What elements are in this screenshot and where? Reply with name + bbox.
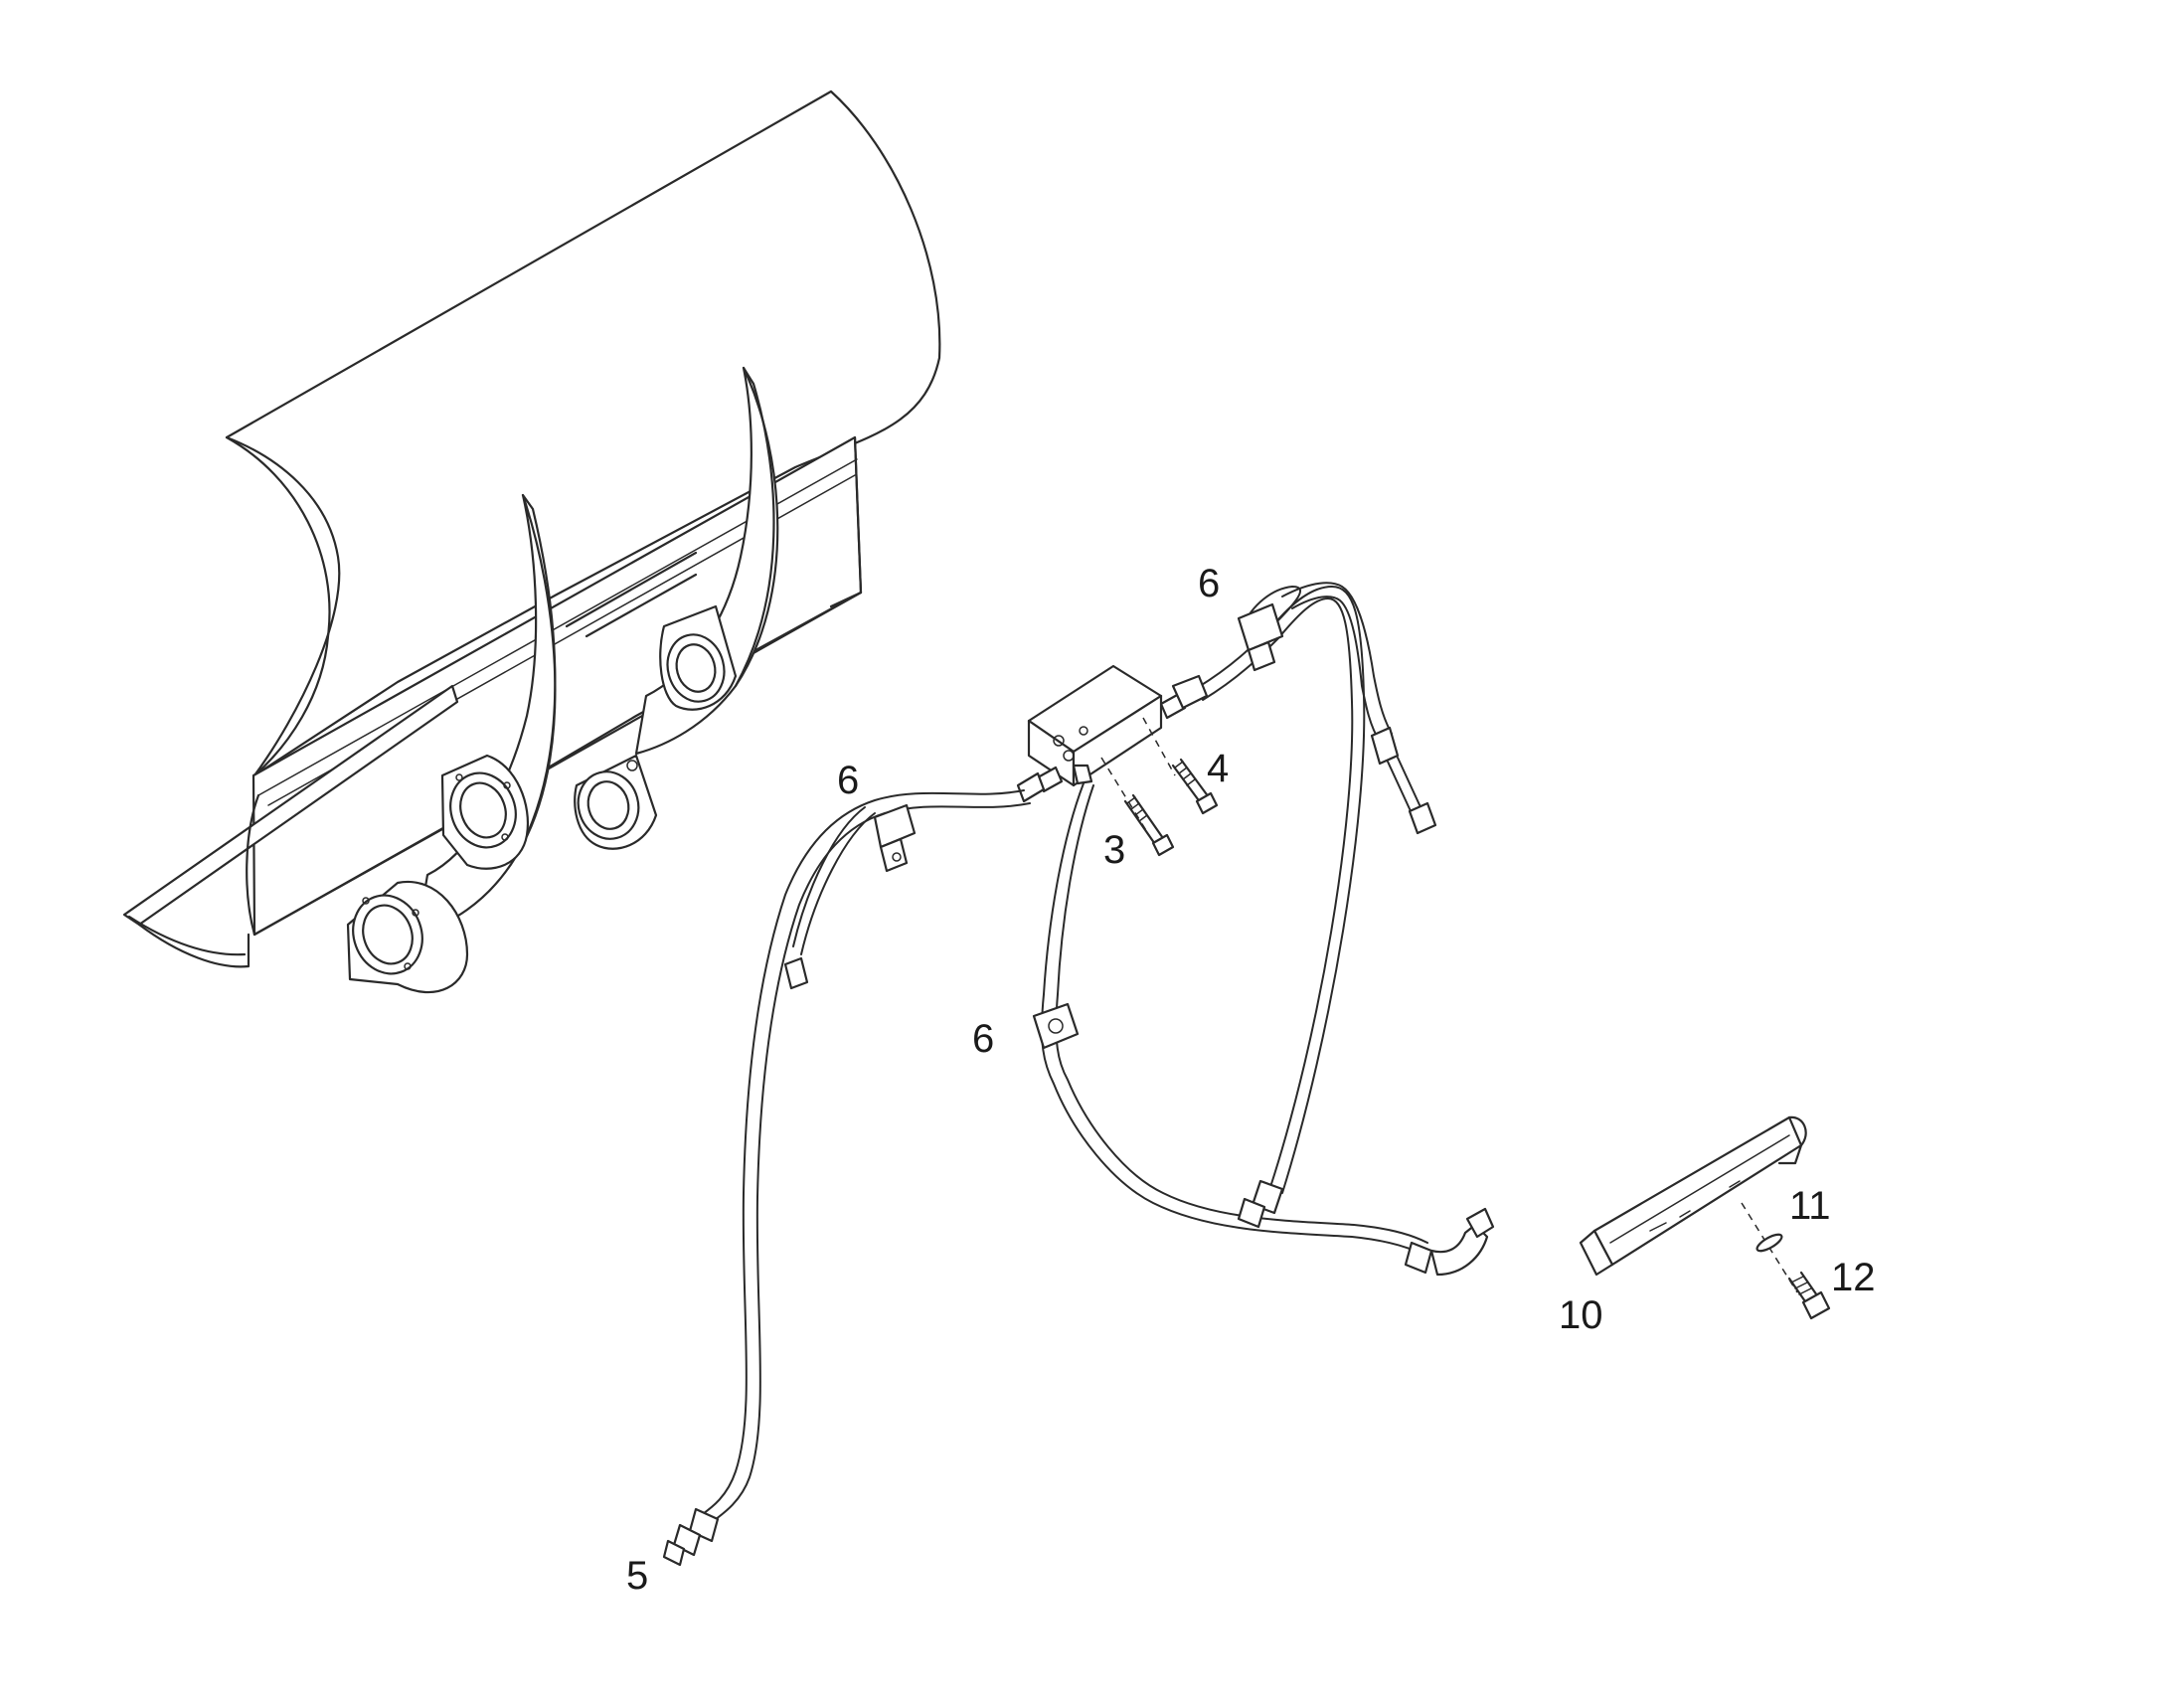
bolt-4 xyxy=(1142,717,1219,815)
bolt-3 xyxy=(1100,757,1175,857)
bolt-12 xyxy=(1787,1271,1831,1320)
callout-10: 10 xyxy=(1559,1293,1603,1337)
callout-6-lower: 6 xyxy=(972,1017,994,1061)
plow-blade xyxy=(122,89,941,994)
washer-11 xyxy=(1741,1202,1798,1293)
pivot-boss-right xyxy=(659,604,738,711)
pivot-plate-middle xyxy=(440,754,529,870)
callout-4: 4 xyxy=(1207,747,1229,790)
callout-11: 11 xyxy=(1789,1184,1831,1228)
bracket-10 xyxy=(1579,1115,1807,1277)
callout-3: 3 xyxy=(1103,828,1125,872)
callout-5: 5 xyxy=(626,1554,648,1598)
hose-assembly xyxy=(662,582,1495,1567)
callout-12: 12 xyxy=(1831,1256,1876,1299)
pivot-plate-left xyxy=(346,880,469,994)
callout-6-left: 6 xyxy=(837,759,859,802)
callout-6-top: 6 xyxy=(1198,562,1220,605)
pivot-boss-center xyxy=(574,754,658,850)
